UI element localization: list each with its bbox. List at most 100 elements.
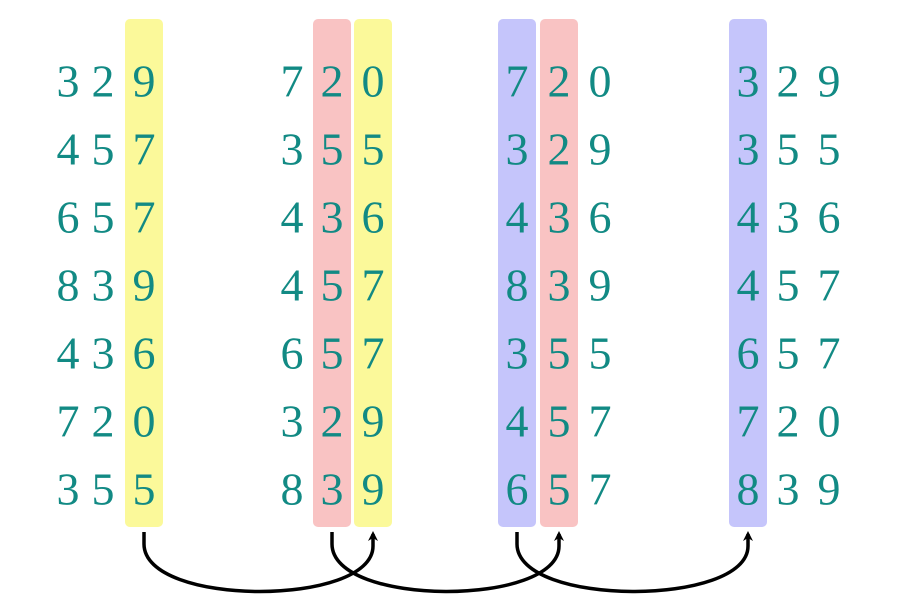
digit: 8 <box>737 464 760 515</box>
digit: 3 <box>777 192 800 243</box>
digit: 3 <box>506 124 529 175</box>
digit: 2 <box>321 396 344 447</box>
digit: 7 <box>506 56 529 107</box>
digit: 3 <box>506 328 529 379</box>
digit: 4 <box>506 192 529 243</box>
digit: 5 <box>818 124 841 175</box>
digit: 5 <box>92 124 115 175</box>
digit: 5 <box>92 192 115 243</box>
digit: 5 <box>133 464 156 515</box>
digit: 2 <box>777 396 800 447</box>
digit: 4 <box>57 124 80 175</box>
digit: 3 <box>92 260 115 311</box>
digit: 0 <box>133 396 156 447</box>
digit: 5 <box>321 124 344 175</box>
digit: 3 <box>548 260 571 311</box>
arrow-layer <box>142 531 753 594</box>
digit: 2 <box>321 56 344 107</box>
digit: 0 <box>818 396 841 447</box>
digit: 2 <box>548 124 571 175</box>
digit: 5 <box>321 328 344 379</box>
digit: 4 <box>57 328 80 379</box>
digit: 7 <box>281 56 304 107</box>
digit: 8 <box>506 260 529 311</box>
digit: 9 <box>362 464 385 515</box>
digit: 6 <box>57 192 80 243</box>
digit: 3 <box>281 396 304 447</box>
digit: 9 <box>589 124 612 175</box>
digit: 9 <box>589 260 612 311</box>
blue-digit-highlight-col2 <box>498 19 536 527</box>
digit: 5 <box>321 260 344 311</box>
digit: 4 <box>737 260 760 311</box>
digit: 5 <box>92 464 115 515</box>
digit: 7 <box>589 396 612 447</box>
digit: 5 <box>777 328 800 379</box>
digit: 3 <box>321 192 344 243</box>
digit: 7 <box>818 328 841 379</box>
red-digit-highlight-col2 <box>540 19 578 527</box>
digit: 6 <box>362 192 385 243</box>
digit: 3 <box>57 464 80 515</box>
digit: 7 <box>737 396 760 447</box>
digit: 7 <box>133 124 156 175</box>
digit: 9 <box>818 464 841 515</box>
digit: 4 <box>737 192 760 243</box>
highlight-layer <box>125 19 767 527</box>
digit: 5 <box>548 396 571 447</box>
digit: 0 <box>589 56 612 107</box>
digit: 9 <box>818 56 841 107</box>
yellow-digit-highlight-col0 <box>125 19 163 527</box>
digit: 8 <box>57 260 80 311</box>
digit: 3 <box>321 464 344 515</box>
digit: 7 <box>57 396 80 447</box>
pass-arrow-1 <box>142 531 378 594</box>
digit: 6 <box>133 328 156 379</box>
red-digit-highlight-col1 <box>313 19 351 527</box>
digit: 4 <box>281 192 304 243</box>
digit: 9 <box>362 396 385 447</box>
digit: 6 <box>281 328 304 379</box>
digit: 3 <box>57 56 80 107</box>
digit: 6 <box>737 328 760 379</box>
digit: 4 <box>281 260 304 311</box>
blue-digit-highlight-col3 <box>729 19 767 527</box>
digit: 2 <box>548 56 571 107</box>
digit: 2 <box>92 396 115 447</box>
digit: 3 <box>548 192 571 243</box>
digit: 3 <box>737 124 760 175</box>
digit: 9 <box>133 260 156 311</box>
digit: 0 <box>362 56 385 107</box>
digit: 7 <box>362 328 385 379</box>
pass-arrow-2 <box>330 531 564 594</box>
yellow-digit-highlight-col1 <box>354 19 392 527</box>
digit: 5 <box>362 124 385 175</box>
digit: 3 <box>92 328 115 379</box>
